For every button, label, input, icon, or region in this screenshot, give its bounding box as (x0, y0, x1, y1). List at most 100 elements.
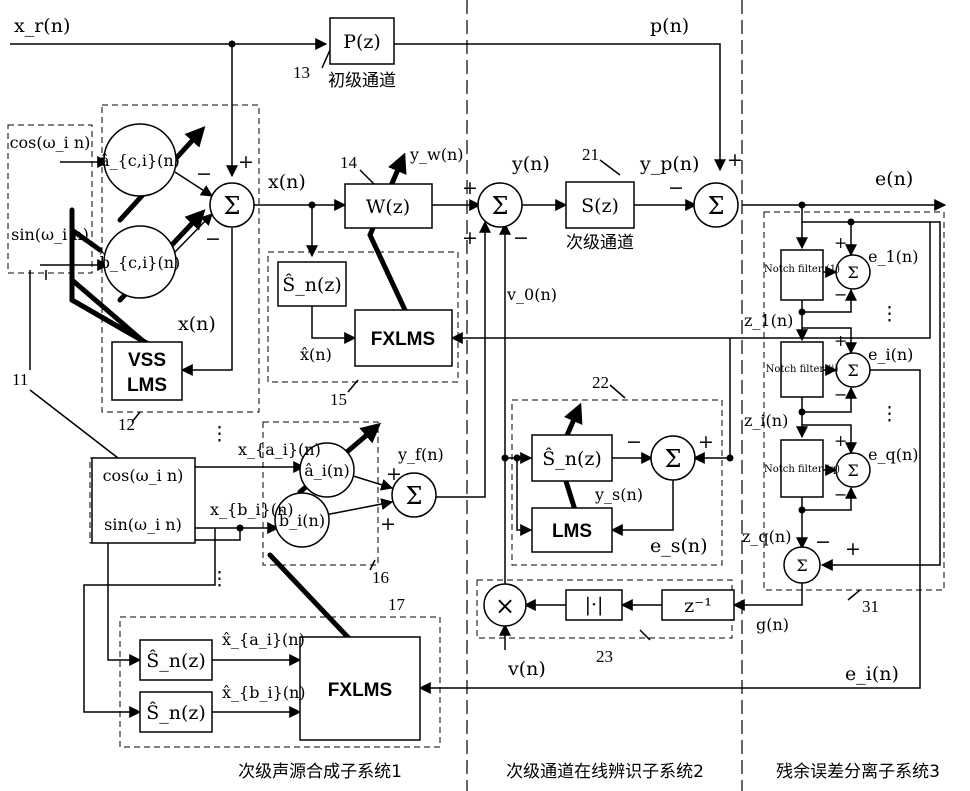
sign-6: − (513, 227, 529, 249)
label-notch-q: Notch filter (q) (764, 464, 840, 475)
label-abs: |·| (585, 594, 604, 616)
sigma-s: Σ (665, 445, 682, 473)
sig-ei-r: e_i(n) (868, 345, 913, 364)
label-fxlms-2: FXLMS (328, 680, 392, 701)
sign-9: + (386, 463, 402, 485)
sign-13: + (834, 233, 847, 252)
sig-zi: z_i(n) (744, 411, 788, 430)
sig-v0: v_0(n) (506, 285, 557, 304)
sign-1: + (238, 151, 254, 173)
sign-3: − (205, 228, 221, 250)
sigma-eq: Σ (847, 461, 858, 480)
label-shat-2: Ŝ_n(z) (542, 447, 602, 470)
sig-gn: g(n) (756, 615, 789, 634)
label-sin-2: sin(ω_i n) (104, 515, 182, 534)
label-S: S(z) (581, 195, 619, 217)
label-zinv: z⁻¹ (684, 595, 712, 617)
sign-14: − (834, 285, 847, 304)
label-notch-1: Notch filter (1) (764, 264, 840, 275)
label-cos-1: cos(ω_i n) (10, 133, 91, 152)
sign-8: + (727, 149, 743, 171)
caption-secondary: 次级通道 (566, 233, 634, 253)
sigma-e1: Σ (847, 263, 858, 282)
sig-ys: y_s(n) (594, 485, 643, 504)
sig-yf: y_f(n) (397, 445, 444, 464)
label-sin-1: sin(ω_i n) (11, 225, 89, 244)
label-shat-1: Ŝ_n(z) (282, 273, 342, 296)
sigma-f: Σ (406, 482, 423, 510)
sigma-3: Σ (708, 192, 725, 220)
sig-en: e(n) (875, 168, 913, 190)
sig-xr: x_r(n) (14, 15, 70, 37)
ref-11: 11 (12, 370, 28, 389)
sig-xai: x_{a_i}(n) (238, 440, 321, 459)
sig-yw: y_w(n) (409, 145, 464, 164)
sig-zq: z_q(n) (742, 527, 791, 546)
label-vss: VSS (128, 350, 166, 371)
caption-sub2: 次级通道在线辨识子系统2 (506, 762, 704, 782)
leader-13 (322, 50, 330, 68)
sig-xn-b: x(n) (178, 313, 216, 335)
ref-15: 15 (330, 390, 347, 409)
ref-16: 16 (372, 568, 389, 587)
caption-primary: 初级通道 (328, 71, 396, 91)
sign-7: − (668, 177, 684, 199)
sigma-g: Σ (796, 556, 807, 575)
label-notch-i: Notch filter (i) (766, 364, 839, 375)
sign-15: + (834, 331, 847, 350)
caption-sub1: 次级声源合成子系统1 (238, 762, 402, 782)
ref-14: 14 (340, 153, 358, 172)
leader-21 (600, 160, 620, 175)
multiplier-sign: × (495, 592, 515, 620)
label-W: W(z) (366, 196, 410, 218)
leader-22 (610, 385, 625, 398)
sign-11: − (626, 431, 642, 453)
label-cos-2: cos(ω_i n) (103, 466, 184, 485)
sign-12: + (698, 431, 714, 453)
ellipsis-3: ⋮ (880, 303, 899, 325)
ref-23: 23 (596, 647, 613, 666)
sig-xhat-bi: x̂_{b_i}(n) (222, 683, 306, 702)
sig-xhat: x̂(n) (300, 345, 332, 364)
ref-17: 17 (388, 595, 406, 614)
ref-22: 22 (592, 373, 609, 392)
sig-yn: y(n) (511, 153, 550, 175)
sig-xhat-ai: x̂_{a_i}(n) (222, 630, 305, 649)
sigma-2: Σ (492, 192, 509, 220)
sig-pn: p(n) (650, 15, 689, 37)
label-P: P(z) (343, 31, 381, 53)
label-ac: â_{c,i}(n) (100, 151, 180, 170)
sign-2: − (196, 163, 212, 185)
ref-12: 12 (118, 415, 135, 434)
sig-eq: e_q(n) (868, 445, 919, 464)
sig-yp: y_p(n) (639, 153, 699, 175)
label-shat-3: Ŝ_n(z) (146, 649, 206, 672)
label-bc: b̂_{c,i}(n) (99, 252, 180, 272)
ellipsis-1: ⋮ (210, 423, 229, 445)
sign-4: + (462, 177, 478, 199)
sign-20: + (845, 538, 861, 560)
ellipsis-2: ⋮ (210, 568, 229, 590)
sign-18: − (834, 485, 847, 504)
sig-e1: e_1(n) (868, 247, 918, 266)
sig-xbi: x_{b_i}(n) (210, 500, 294, 519)
label-lms: LMS (552, 521, 592, 542)
notch-filter-1 (781, 250, 823, 300)
label-ai: â_i(n) (304, 461, 349, 480)
sign-17: + (834, 431, 847, 450)
sign-16: − (834, 385, 847, 404)
sig-z1: z_1(n) (744, 311, 793, 330)
sign-10: + (380, 513, 396, 535)
sig-es: e_s(n) (650, 535, 708, 557)
sign-5: + (462, 227, 478, 249)
ref-13: 13 (293, 63, 310, 82)
ellipsis-4: ⋮ (880, 403, 899, 425)
ref-21: 21 (582, 145, 599, 164)
sig-ei-bottom: e_i(n) (845, 663, 899, 685)
caption-sub3: 残余误差分离子系统3 (776, 762, 940, 782)
sig-xn-a: x(n) (268, 171, 306, 193)
ref-31: 31 (862, 597, 879, 616)
sigma-1: Σ (224, 192, 241, 220)
